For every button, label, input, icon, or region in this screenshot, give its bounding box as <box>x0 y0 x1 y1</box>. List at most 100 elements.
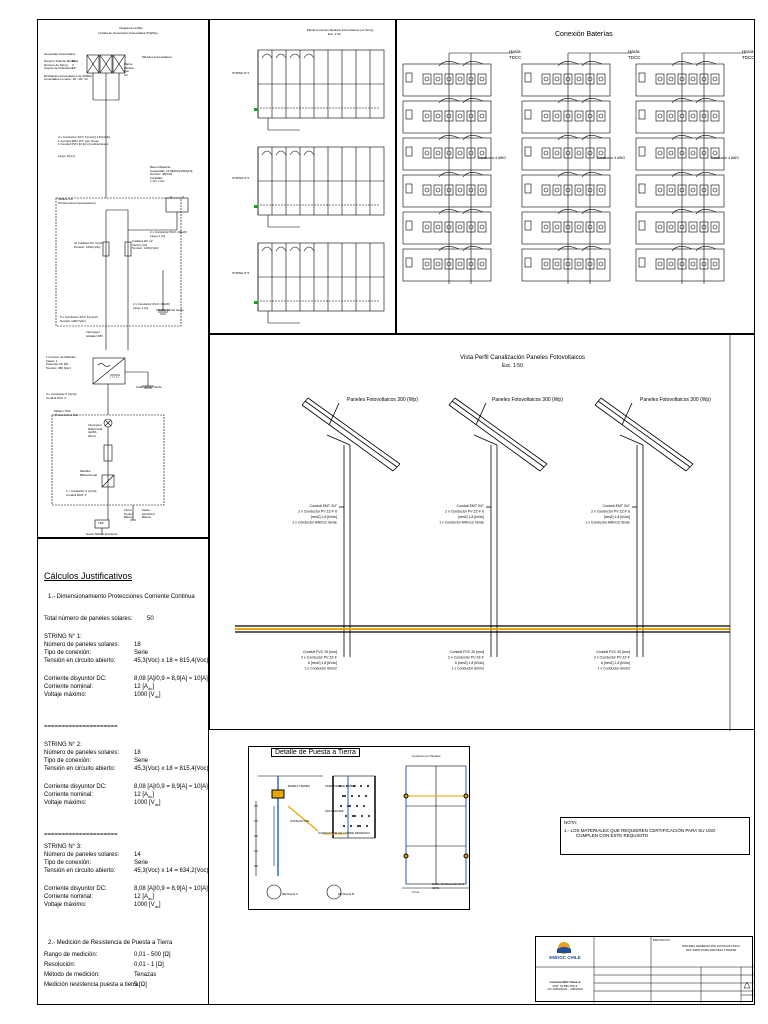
cell-post-icon <box>668 76 674 82</box>
battery-terminal-icon <box>405 109 413 120</box>
panel-label: Paneles Fotovoltaicos 300 (Wp) <box>640 397 711 403</box>
gravel-dot <box>365 824 369 828</box>
battery-cell <box>422 147 432 159</box>
calc-value: 12 [Adc] <box>134 894 154 902</box>
battery-cell <box>455 258 465 270</box>
battery-unit <box>635 63 725 97</box>
calc-value: Serie <box>134 758 149 764</box>
note-text: 1.- LOS MATERIALES QUE REQUIEREN CERTIFI… <box>564 827 716 833</box>
cell-post-icon <box>479 187 485 193</box>
battery-cell <box>710 258 720 270</box>
battery-cell <box>552 110 562 122</box>
measure-value: 5 [Ω] <box>134 982 147 988</box>
ground-table-label: Blanco <box>124 515 134 520</box>
module-line: Voc <box>124 69 130 74</box>
battery-link <box>438 246 460 252</box>
module-link <box>275 246 287 252</box>
module-link <box>261 246 273 252</box>
panel-rail <box>454 397 548 465</box>
battery-terminal-icon <box>405 257 413 268</box>
unit-subscript: dc <box>154 904 159 910</box>
measure-label: Rango de medición: <box>44 952 98 958</box>
battery-cell <box>596 73 606 85</box>
calc-label: Corriente disyuntor DC: <box>44 676 107 682</box>
cell-post-icon <box>457 113 463 119</box>
battery-cell <box>541 221 551 233</box>
cable-ac-spec: Conduit PVC 1" <box>46 395 67 400</box>
calc-label: Corriente disyuntor DC: <box>44 784 107 790</box>
calc-value: 45,3(Voc) x 18 = 815,4(Voc) <box>134 766 209 772</box>
battery-terminal-icon <box>524 220 532 231</box>
differential-spec: Diferencial <box>88 426 103 431</box>
battery-cell <box>477 147 487 159</box>
battery-unit <box>521 63 611 97</box>
lower-cable-label: 6 [mm2] 1,8 [kVdc] <box>455 661 484 665</box>
battery-link <box>671 246 693 252</box>
battery-cell <box>710 73 720 85</box>
board-ac-label: (Protecciones AC) <box>54 412 79 417</box>
cell-post-icon <box>712 224 718 230</box>
battery-cell <box>455 73 465 85</box>
pv-generator-header: Generador Fotovoltaico <box>44 52 76 56</box>
gravel-dot <box>353 814 357 818</box>
hacia-label: Hacia <box>509 49 521 54</box>
battery-unit <box>402 211 492 245</box>
calc-label: Tipo de conexión: <box>44 650 92 656</box>
battery-terminal-icon <box>524 109 532 120</box>
profile-scale: Esc. 1:50 <box>502 363 523 369</box>
battery-unit <box>521 100 611 134</box>
battery-cell <box>422 110 432 122</box>
cell-post-icon <box>712 261 718 267</box>
calc-value: 45,3(Voc) x 18 = 815,4(Voc) <box>134 658 209 664</box>
pv-line: conectados en serie: 18 / 18 / 14 <box>44 77 88 82</box>
battery-link <box>557 209 579 215</box>
measure-label: Resolución: <box>44 962 76 968</box>
gravel-dot <box>359 784 363 788</box>
gravel-dot <box>360 814 364 818</box>
module-link <box>303 246 315 252</box>
green-marker-icon <box>254 108 258 111</box>
grounding-lines <box>254 765 470 900</box>
strings-scale: Esc. 1:50 <box>328 32 341 36</box>
lower-cable-label: 2 x Conductor PV ZZ-F <box>301 656 337 660</box>
battery-spec: Cantidad: <box>150 175 163 180</box>
cell-post-icon <box>576 150 582 156</box>
bonding-wire <box>287 805 319 832</box>
battery-cell <box>655 147 665 159</box>
note-box: NOTA: 1.- LOS MATERIALES QUE REQUIEREN C… <box>560 817 750 855</box>
title-block-grid <box>536 937 754 1003</box>
lower-cable-label: 2 x Conductor PV ZZ-F <box>448 656 484 660</box>
cell-post-icon <box>424 76 430 82</box>
leader-line <box>475 402 487 426</box>
inverter-spec: 1 Inversor de Módulos <box>46 355 76 359</box>
battery-terminal-icon <box>638 109 646 120</box>
cell-post-icon <box>668 224 674 230</box>
calc-label: Tensión en circuito abierto: <box>44 868 116 874</box>
battery-terminal-icon <box>405 220 413 231</box>
battery-cell <box>666 147 676 159</box>
grounding-label: BARRA TIERRA <box>288 784 310 788</box>
battery-link <box>438 61 460 67</box>
module-link <box>289 53 301 59</box>
upper-cable-label: 2 x Conductor PV ZZ-F 6 <box>591 510 630 514</box>
company-info: Licencia SEC Clase A <box>549 980 581 984</box>
panel-rail <box>594 404 687 472</box>
battery-link <box>438 172 460 178</box>
battery-spec: 1 Ver x Ver <box>150 179 165 184</box>
cell-post-icon <box>457 150 463 156</box>
detail-a-icon <box>266 884 282 900</box>
upper-cable-label: [mm2] 1,8 [kVdc] <box>458 515 484 519</box>
battery-cell <box>433 110 443 122</box>
battery-unit <box>402 248 492 282</box>
battery-cell <box>688 184 698 196</box>
cable-spec: 1 Conduit PVC 32 [mm] (subterráneo) <box>58 142 109 147</box>
battery-cell <box>477 73 487 85</box>
battery-cell <box>688 147 698 159</box>
module-link <box>289 150 301 156</box>
calc-value: 1000 [Vdc] <box>134 692 161 700</box>
measure-label: Medición resistencia puesta a tierra: <box>44 982 141 988</box>
calc-label: Corriente nominal: <box>44 792 94 798</box>
lower-cable-label: Conduit PVC 20 [mm] <box>450 650 484 654</box>
battery-cell <box>552 258 562 270</box>
battery-cell <box>422 184 432 196</box>
